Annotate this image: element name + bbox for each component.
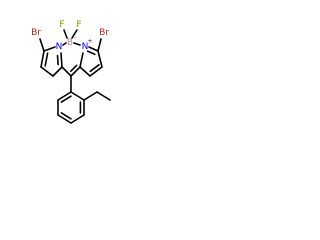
atom-n-left: N [56,42,63,52]
bond-cb-cb-left [40,66,54,77]
bond-calpha-n-left [60,52,63,68]
atom-f-left: F [59,20,64,30]
bond-c-br-left [39,38,45,52]
bond-c-br-right [97,38,102,52]
bonds [39,29,111,124]
boron-charge: − [72,34,77,41]
bond-calpha-n-left-double [56,54,59,66]
atom-boron: B [67,38,73,48]
bond-calpha-meso-left [61,66,72,77]
bond-ethyl-ch3 [96,91,111,101]
atom-br-left: Br [31,28,41,38]
bond-ph-3-4 [70,114,85,124]
atom-labels: Br Br F F N N B − + [31,20,109,52]
bond-ph-6-1 [57,91,72,101]
bond-ca-n-left [43,46,56,52]
bond-ph-6-1-double [60,95,72,103]
bodipy-structure-diagram: Br Br F F N N B − + [31,20,111,124]
bond-ca-n-right-double [86,50,96,56]
bond-cb-ca-right [97,50,103,68]
bond-ca-cb-left-double [44,52,49,67]
bond-ph-4-5-double [60,112,72,120]
bond-b-f-left [63,29,68,39]
bond-b-n-right [73,42,81,46]
n-right-charge: + [87,38,92,45]
bond-cb-calpha-left [52,66,63,77]
bond-n-b-left [62,42,67,46]
bond-ph-4-5 [57,114,72,124]
bond-b-f-right [71,29,78,39]
bond-ph-1-2 [70,91,85,101]
bond-cb-cb-right-double [89,64,100,73]
bond-ca-cb-left [40,50,45,68]
bond-ph-ethyl-ch2 [83,91,98,101]
bond-calpha-cb-right [79,66,91,77]
bond-meso-calpha-right [70,66,81,77]
atom-n-right: N [82,42,89,52]
atom-br-right: Br [99,28,109,38]
bond-meso-calpha-right-double [70,64,78,72]
atom-f-right: F [76,20,81,30]
bond-calpha-n-right [79,52,84,68]
bond-cb-cb-right [89,66,103,77]
bond-ca-n-right [88,46,99,52]
